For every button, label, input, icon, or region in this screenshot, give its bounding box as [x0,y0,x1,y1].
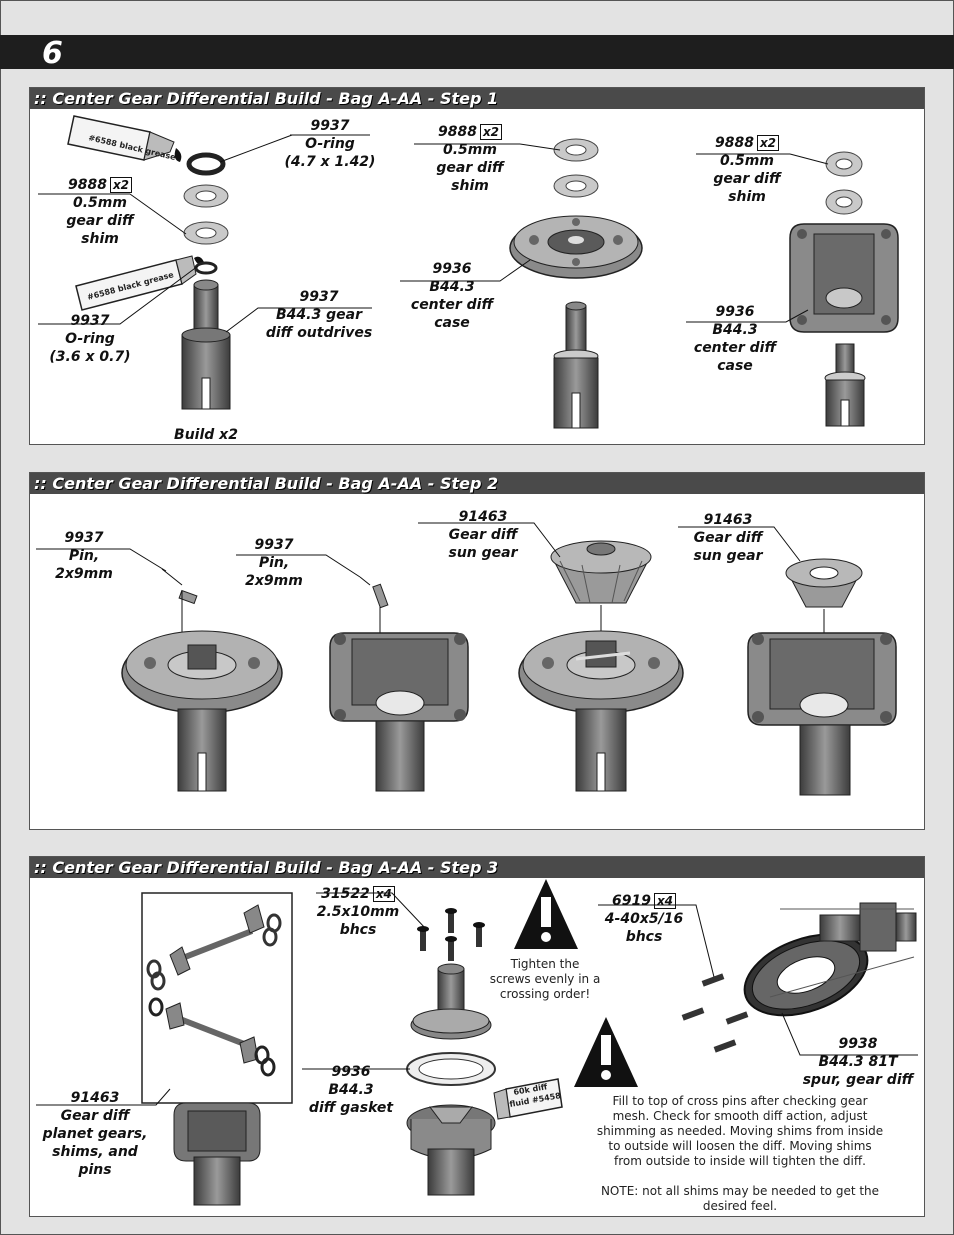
page-header-bar [0,35,954,69]
warning-text-2: Fill to top of cross pins after checking… [596,1094,884,1168]
step1-title-bar: :: Center Gear Differential Build - Bag … [30,88,924,109]
assembly-1 [121,568,283,792]
step3-illustration: 60k diff fluid #5458 [36,879,918,1206]
case-right-label: 9936 B44.3 center diff case [693,304,777,374]
step2-title-bar: :: Center Gear Differential Build - Bag … [30,473,924,494]
diff-assembly-right [819,902,917,952]
diff-case-center [406,1104,496,1196]
qty-badge: x2 [109,177,133,193]
oring-small-label: 9937 O-ring (3.6 x 0.7) [49,313,131,365]
qty-badge: x4 [372,886,395,902]
page-number: 6 [42,36,64,71]
assembly-4 [747,632,897,796]
shim-left-2 [183,221,229,245]
assembly-3 [518,630,684,792]
gasket-label: 9936 B44.3 diff gasket [308,1064,394,1116]
build-count-label: Build x2 [174,427,238,443]
outdrive-mid [553,301,599,429]
step2-title: :: Center Gear Differential Build - Bag … [34,474,499,493]
outdrives-label: 9937 B44.3 gear diff outdrives [265,289,373,341]
shim-left-1 [183,184,229,208]
shim-right-2 [825,189,863,215]
step1-panel: :: Center Gear Differential Build - Bag … [29,87,925,445]
shim-note: NOTE: not all shims may be needed to get… [600,1184,880,1213]
warning-icon-1 [514,879,578,949]
diff-gasket [406,1052,496,1086]
oring-small [194,261,218,275]
grease-tube-bottom: #6588 black grease [75,255,204,311]
spur-label: 9938 B44.3 81T spur, gear diff [802,1036,914,1088]
grease-tube-top: #6588 black grease [67,115,182,162]
warning-text-1: Tighten the screws evenly in a crossing … [489,957,601,1001]
step2-panel: :: Center Gear Differential Build - Bag … [29,472,925,830]
pin-a-label: 9937 Pin, 2x9mm [55,530,113,582]
step2-illustration [36,522,897,796]
sun-b-label: 91463 Gear diff sun gear [693,512,763,564]
outdrive-center [410,963,492,1040]
screws-right [681,973,749,1053]
step1-illustration: #6588 black grease #6588 black grease [38,115,899,429]
shim-mid-2 [553,174,599,198]
assembly-2 [329,576,469,792]
step3-panel: :: Center Gear Differential Build - Bag … [29,856,925,1217]
screws-center [417,908,485,961]
shim-mid-1 [553,138,599,162]
shim-right-1 [825,151,863,177]
planet-gears-inset [141,892,293,1104]
diff-case-bottom-left [173,1102,261,1206]
qty-badge: x2 [756,135,780,151]
qty-badge: x4 [653,893,677,909]
fluid-bottle: 60k diff fluid #5458 [493,1078,563,1120]
diff-case-right [789,223,899,333]
planet-label: 91463 Gear diff planet gears, shims, and… [42,1090,148,1178]
step3-title: :: Center Gear Differential Build - Bag … [34,858,499,877]
case-mid-label: 9936 B44.3 center diff case [410,261,494,331]
oring-large [186,152,226,176]
warning-icon-2 [574,1017,638,1087]
step3-title-bar: :: Center Gear Differential Build - Bag … [30,857,924,878]
diff-case-mid [509,215,643,279]
sun-a-label: 91463 Gear diff sun gear [448,509,518,561]
outdrive-left [181,279,231,410]
sun-gear-1 [550,540,652,669]
pin-b-label: 9937 Pin, 2x9mm [245,537,303,589]
oring-large-label: 9937 O-ring (4.7 x 1.42) [284,118,376,170]
step1-title: :: Center Gear Differential Build - Bag … [34,89,499,108]
qty-badge: x2 [479,124,503,140]
outdrive-right [824,343,866,427]
